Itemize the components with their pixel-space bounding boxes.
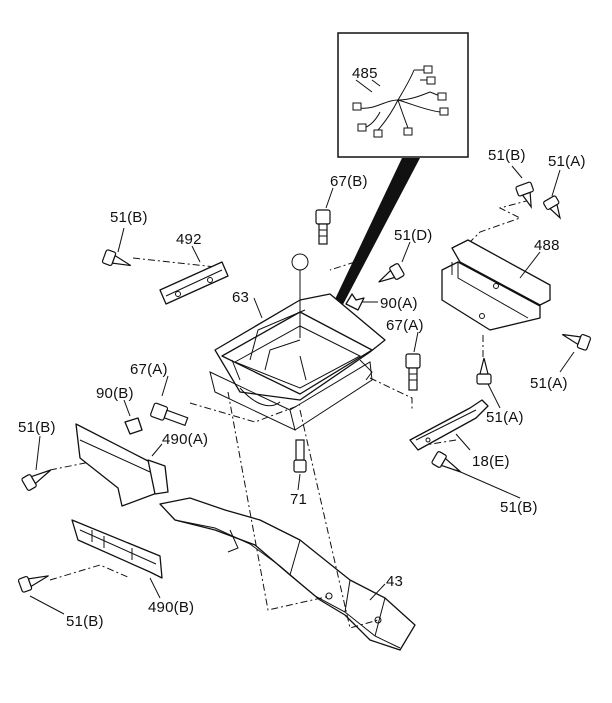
label-90b: 90(B): [96, 385, 134, 402]
bracket-18e: [409, 399, 489, 451]
label-18e: 18(E): [472, 453, 510, 470]
cover-490b: [71, 519, 163, 579]
label-485: 485: [352, 65, 378, 82]
label-492: 492: [176, 231, 202, 248]
label-488: 488: [534, 237, 560, 254]
panel-492: [159, 261, 229, 305]
clip-90a: [345, 293, 365, 311]
leader-lines: [29, 79, 575, 615]
label-67a-left: 67(A): [130, 361, 168, 378]
seat-frame: [209, 253, 386, 431]
label-63: 63: [232, 289, 249, 306]
label-51d: 51(D): [394, 227, 433, 244]
label-51a-top: 51(A): [548, 153, 586, 170]
label-51b-top: 51(B): [488, 147, 526, 164]
fasteners: [17, 181, 592, 593]
label-43: 43: [386, 573, 403, 590]
cover-490a: [75, 423, 169, 507]
harness-inset: [337, 32, 469, 158]
label-490a: 490(A): [162, 431, 208, 448]
label-51a-right: 51(A): [530, 375, 568, 392]
label-490b: 490(B): [148, 599, 194, 616]
label-67b: 67(B): [330, 173, 368, 190]
module-488: [441, 239, 551, 331]
label-51b-bottom: 51(B): [66, 613, 104, 630]
part-labels: 485 51(B) 51(A) 67(B) 51(B) 492 51(D) 48…: [18, 65, 586, 630]
clip-90b: [124, 417, 143, 435]
label-67a-right: 67(A): [386, 317, 424, 334]
base-bracket: [159, 497, 416, 651]
label-90a: 90(A): [380, 295, 418, 312]
label-51b-492: 51(B): [110, 209, 148, 226]
label-51a-mid: 51(A): [486, 409, 524, 426]
label-71: 71: [290, 491, 307, 508]
label-51b-right: 51(B): [500, 499, 538, 516]
label-51b-left: 51(B): [18, 419, 56, 436]
guide-lines: [49, 199, 531, 629]
